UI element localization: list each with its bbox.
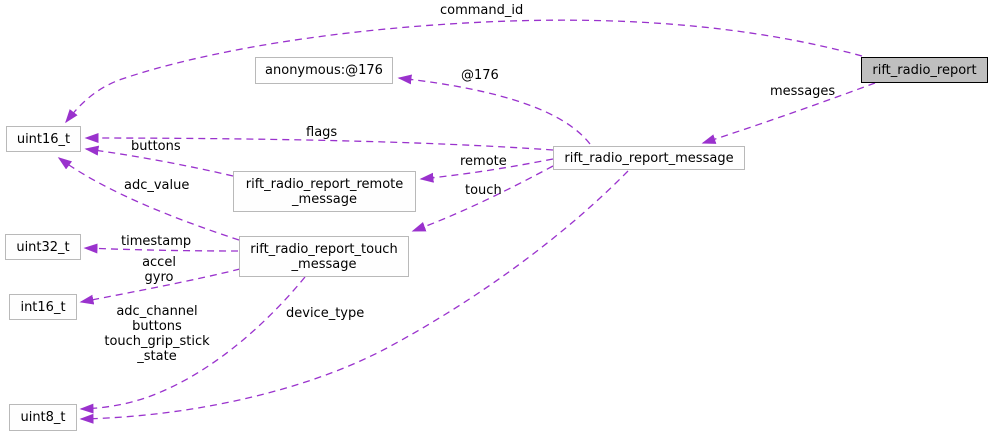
- edge-adc-channel-block: [79, 276, 306, 414]
- edge-label-touch: touch: [465, 183, 502, 198]
- edge-remote: [419, 158, 554, 183]
- node-uint8-t[interactable]: uint8_t: [9, 404, 77, 431]
- edge-flags: [84, 133, 554, 151]
- edge-accel-gyro: [79, 268, 241, 305]
- edge-at176: [397, 74, 591, 145]
- node-uint16-t[interactable]: uint16_t: [6, 126, 81, 152]
- edge-label-adc-channel-block: adc_channel buttons touch_grip_stick _st…: [92, 304, 222, 364]
- node-label-line: rift_radio_report_touch: [250, 241, 398, 257]
- node-rift-radio-report-remote-message[interactable]: rift_radio_report_remote _message: [233, 171, 416, 212]
- edge-adc-value: [57, 157, 240, 241]
- edge-label-accel-gyro: accel gyro: [119, 255, 199, 285]
- edge-label-device-type: device_type: [286, 306, 365, 321]
- node-int16-t[interactable]: int16_t: [9, 294, 77, 320]
- node-label: anonymous:@176: [265, 63, 383, 78]
- node-label: uint8_t: [20, 410, 66, 425]
- node-rift-radio-report-message[interactable]: rift_radio_report_message: [553, 146, 745, 170]
- edge-label-flags: flags: [306, 125, 338, 140]
- edge-label-line: accel: [142, 255, 176, 270]
- edge-label-messages: messages: [770, 84, 836, 99]
- edge-label-at176: @176: [461, 68, 499, 83]
- node-label-line: rift_radio_report_remote: [245, 176, 404, 192]
- node-label: int16_t: [20, 299, 66, 315]
- edge-label-line: touch_grip_stick: [104, 334, 210, 349]
- edge-timestamp: [83, 243, 239, 254]
- edge-label-command-id: command_id: [440, 3, 524, 18]
- node-label: uint32_t: [16, 239, 70, 255]
- node-label-line: _message: [291, 256, 357, 272]
- edge-buttons: [84, 145, 234, 177]
- edge-label-adc-value: adc_value: [124, 178, 190, 193]
- node-rift-radio-report[interactable]: rift_radio_report: [861, 57, 988, 83]
- edge-messages: [701, 82, 876, 144]
- edge-label-timestamp: timestamp: [121, 234, 192, 249]
- edge-label-line: _state: [137, 349, 177, 364]
- node-label: rift_radio_report: [872, 62, 977, 78]
- edge-label-line: adc_channel: [116, 304, 198, 319]
- node-rift-radio-report-touch-message[interactable]: rift_radio_report_touch _message: [239, 236, 409, 277]
- node-uint32-t[interactable]: uint32_t: [5, 234, 81, 260]
- edge-label-buttons: buttons: [131, 139, 181, 154]
- edge-touch: [411, 165, 554, 232]
- edge-label-line: buttons: [132, 319, 182, 334]
- edge-device-type: [79, 170, 629, 424]
- edge-label-line: gyro: [144, 270, 174, 285]
- node-label-line: _message: [292, 191, 357, 207]
- node-anonymous-176[interactable]: anonymous:@176: [255, 57, 393, 84]
- edge-label-remote: remote: [460, 154, 507, 169]
- node-label: rift_radio_report_message: [564, 150, 734, 166]
- node-label: uint16_t: [16, 131, 71, 147]
